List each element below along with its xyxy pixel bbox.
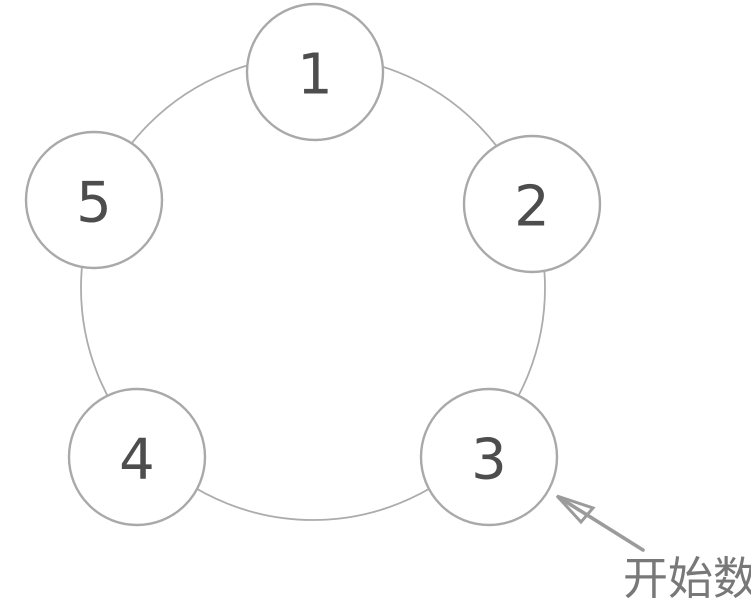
node-5: 5	[24, 130, 164, 270]
start-annotation: 开始数	[555, 494, 751, 603]
node-1-label: 1	[297, 43, 333, 108]
node-1: 1	[245, 2, 385, 142]
node-3: 3	[419, 387, 559, 527]
arrow-shaft	[558, 496, 645, 552]
node-2-circle	[462, 134, 602, 274]
node-5-circle	[24, 130, 164, 270]
node-5-label: 5	[76, 171, 112, 236]
node-4-circle	[67, 387, 207, 527]
start-count-label: 开始数	[623, 552, 751, 603]
node-4: 4	[67, 387, 207, 527]
arrow-head-icon	[555, 494, 596, 525]
node-2-label: 2	[514, 175, 550, 240]
node-4-label: 4	[119, 428, 155, 493]
node-3-label: 3	[471, 428, 507, 493]
node-1-circle	[245, 2, 385, 142]
node-2: 2	[462, 134, 602, 274]
node-3-circle	[419, 387, 559, 527]
